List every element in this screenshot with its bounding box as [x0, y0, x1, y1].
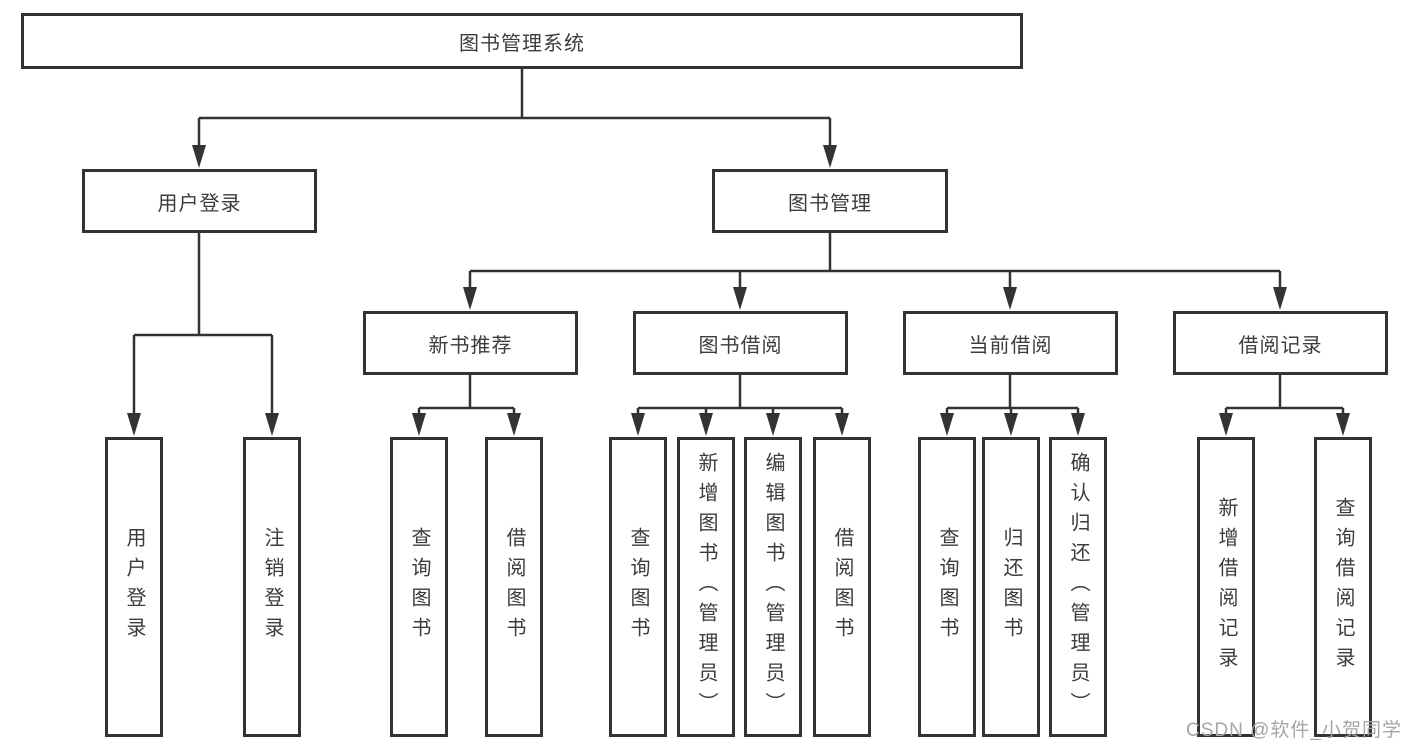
arrowhead-icon	[766, 413, 780, 436]
csdn-watermark: CSDN @软件_小贺同学	[1186, 720, 1402, 741]
node-leaf-user-login: 用户登录	[105, 437, 163, 737]
connector-newbookrec-branch	[417, 375, 516, 416]
node-leaf-logout: 注销登录	[243, 437, 301, 737]
node-leaf-edit-books-admin: 编辑图书（管理员）	[744, 437, 802, 737]
node-leaf-confirm-return-admin: 确认归还（管理员）	[1049, 437, 1107, 737]
node-current-borrow: 当前借阅	[903, 311, 1118, 375]
node-book-borrow: 图书借阅	[633, 311, 848, 375]
node-leaf-query-books-1-label: 查询图书	[408, 527, 430, 647]
node-book-borrow-label: 图书借阅	[698, 334, 783, 357]
arrowhead-icon	[1273, 287, 1287, 310]
node-new-book-recommend-label: 新书推荐	[428, 334, 513, 357]
node-leaf-query-books-3-label: 查询图书	[936, 527, 958, 647]
connector-userlogin-branch	[132, 232, 274, 416]
connector-root-to-level2	[197, 68, 832, 148]
node-leaf-user-login-label: 用户登录	[123, 527, 145, 647]
node-leaf-return-books: 归还图书	[982, 437, 1040, 737]
node-leaf-query-books-2: 查询图书	[609, 437, 667, 737]
node-leaf-query-books-3: 查询图书	[918, 437, 976, 737]
node-root-label: 图书管理系统	[459, 32, 585, 55]
node-leaf-borrow-books-2-label: 借阅图书	[831, 527, 853, 647]
node-book-management-label: 图书管理	[788, 192, 872, 215]
node-new-book-recommend: 新书推荐	[363, 311, 578, 375]
node-leaf-add-books-admin: 新增图书（管理员）	[677, 437, 735, 737]
node-leaf-edit-books-admin-label: 编辑图书（管理员）	[762, 452, 784, 722]
node-user-login-label: 用户登录	[157, 192, 242, 215]
arrowhead-icon	[1219, 413, 1233, 436]
connector-bookmgmt-to-level3	[468, 233, 1282, 290]
node-leaf-add-books-admin-label: 新增图书（管理员）	[695, 452, 717, 722]
arrowhead-icon	[940, 413, 954, 436]
arrowhead-icon	[192, 145, 206, 168]
connector-borrowrecords-branch	[1224, 375, 1345, 416]
node-leaf-query-books-1: 查询图书	[390, 437, 448, 737]
node-borrow-records: 借阅记录	[1173, 311, 1388, 375]
arrowhead-icon	[699, 413, 713, 436]
arrowhead-icon	[265, 413, 279, 436]
node-book-management: 图书管理	[712, 169, 948, 233]
node-root: 图书管理系统	[21, 13, 1023, 69]
node-leaf-confirm-return-admin-label: 确认归还（管理员）	[1067, 452, 1089, 722]
node-leaf-query-borrow-record-label: 查询借阅记录	[1332, 497, 1354, 677]
arrowhead-icon	[733, 287, 747, 310]
arrowhead-icon	[1004, 413, 1018, 436]
node-leaf-query-borrow-record: 查询借阅记录	[1314, 437, 1372, 737]
arrowhead-icon	[127, 413, 141, 436]
node-leaf-borrow-books-1-label: 借阅图书	[503, 527, 525, 647]
node-current-borrow-label: 当前借阅	[968, 334, 1053, 357]
arrowhead-icon	[823, 145, 837, 168]
arrowhead-icon	[507, 413, 521, 436]
node-leaf-return-books-label: 归还图书	[1000, 527, 1022, 647]
node-leaf-logout-label: 注销登录	[261, 527, 283, 647]
arrowhead-icon	[631, 413, 645, 436]
arrowhead-icon	[835, 413, 849, 436]
node-leaf-add-borrow-record-label: 新增借阅记录	[1215, 497, 1237, 677]
connector-currentborrow-branch	[945, 375, 1080, 416]
node-leaf-borrow-books-1: 借阅图书	[485, 437, 543, 737]
node-user-login: 用户登录	[82, 169, 317, 233]
arrowhead-icon	[463, 287, 477, 310]
node-leaf-query-books-2-label: 查询图书	[627, 527, 649, 647]
arrowhead-icon	[1071, 413, 1085, 436]
node-leaf-borrow-books-2: 借阅图书	[813, 437, 871, 737]
node-borrow-records-label: 借阅记录	[1238, 334, 1323, 357]
arrowhead-icon	[412, 413, 426, 436]
node-leaf-add-borrow-record: 新增借阅记录	[1197, 437, 1255, 737]
arrowhead-icon	[1003, 287, 1017, 310]
arrowhead-icon	[1336, 413, 1350, 436]
connector-bookborrow-branch	[636, 375, 844, 416]
